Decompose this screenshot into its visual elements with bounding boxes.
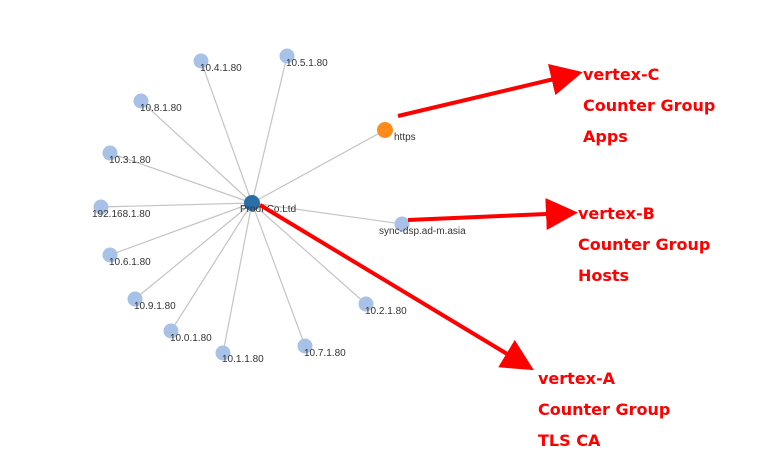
edge-n-10-5-1-80 [251,55,288,204]
edge-n-10-6-1-80 [109,202,253,256]
edge-n-10-2-1-80 [251,202,367,305]
node-circle[interactable] [358,296,374,312]
arrow-vertex-b [407,198,578,231]
graph-node-n-10-6-1-80[interactable]: 10.6.1.80 [102,247,152,269]
node-circle[interactable] [394,216,410,232]
node-circle[interactable] [163,323,179,339]
graph-node-n-10-4-1-80[interactable]: 10.4.1.80 [193,53,243,75]
node-circle[interactable] [93,199,109,215]
vertex-a-type: TLS CA [538,431,601,450]
graph-node-n-10-3-1-80[interactable]: 10.3.1.80 [102,145,152,167]
node-label: sync-dsp.ad-m.asia [379,226,466,237]
graph-node-n-sync-dsp[interactable]: sync-dsp.ad-m.asia [379,216,466,238]
vertex-c-title: vertex-C [583,65,659,84]
node-label: 10.3.1.80 [109,155,151,166]
node-label: 10.0.1.80 [170,333,212,344]
vertex-c-type: Apps [583,127,628,146]
edge-n-10-8-1-80 [140,100,253,204]
arrow-vertex-a [258,203,534,371]
edge-n-10-7-1-80 [251,202,306,347]
node-circle[interactable] [127,291,143,307]
edge-n-https [251,129,386,204]
graph-node-n-10-5-1-80[interactable]: 10.5.1.80 [279,48,329,70]
vertex-c-group: Counter Group [583,96,715,115]
edge-n-10-9-1-80 [134,202,253,300]
node-circle[interactable] [102,145,118,161]
node-label: 10.2.1.80 [365,306,407,317]
vertex-a-title: vertex-A [538,369,616,388]
vertex-b-type: Hosts [578,266,629,285]
edge-n-sync-dsp [251,202,403,225]
edge-n-10-4-1-80 [200,60,253,204]
node-label: 10.4.1.80 [200,63,242,74]
node-label: 10.5.1.80 [286,58,328,69]
node-label: 10.1.1.80 [222,354,264,365]
node-label: 10.7.1.80 [304,348,346,359]
node-circle[interactable] [102,247,118,263]
node-circle[interactable] [297,338,313,354]
edge-n-10-3-1-80 [109,152,253,204]
graph-node-n-10-1-1-80[interactable]: 10.1.1.80 [215,345,265,366]
edge-n-10-1-1-80 [222,202,253,354]
arrow-vertex-c [397,63,583,118]
node-layer: 10.4.1.80 10.5.1.80 10.8.1.80 10.3.1.80 192.… [92,48,466,366]
edge-layer [100,55,403,354]
graph-node-n-10-7-1-80[interactable]: 10.7.1.80 [297,338,347,360]
graph-node-n-192-168-1-80[interactable]: 192.168.1.80 [92,199,151,221]
edge-n-10-0-1-80 [170,202,253,332]
node-circle[interactable] [215,345,231,361]
annotation-vertex-b: vertex-B Counter Group Hosts [578,204,710,285]
node-label: 10.9.1.80 [134,301,176,312]
vertex-a-group: Counter Group [538,400,670,419]
node-label: 192.168.1.80 [92,209,151,220]
annotation-vertex-c: vertex-C Counter Group Apps [583,65,715,146]
graph-node-n-10-8-1-80[interactable]: 10.8.1.80 [133,93,183,115]
graph-node-n-https[interactable]: https [377,122,416,143]
node-circle[interactable] [279,48,295,64]
edge-n-192-168-1-80 [100,202,253,208]
node-circle[interactable] [377,122,393,138]
node-label: 10.8.1.80 [140,103,182,114]
node-label: 10.6.1.80 [109,257,151,268]
graph-node-n-10-2-1-80[interactable]: 10.2.1.80 [358,296,408,318]
vertex-b-title: vertex-B [578,204,655,223]
graph-node-n-10-0-1-80[interactable]: 10.0.1.80 [163,323,213,345]
node-circle[interactable] [133,93,149,109]
graph-node-n-10-9-1-80[interactable]: 10.9.1.80 [127,291,177,313]
annotation-vertex-a: vertex-A Counter Group TLS CA [538,369,670,450]
annotation-arrows [258,63,583,371]
node-circle[interactable] [193,53,209,69]
node-label: https [394,132,416,143]
vertex-b-group: Counter Group [578,235,710,254]
